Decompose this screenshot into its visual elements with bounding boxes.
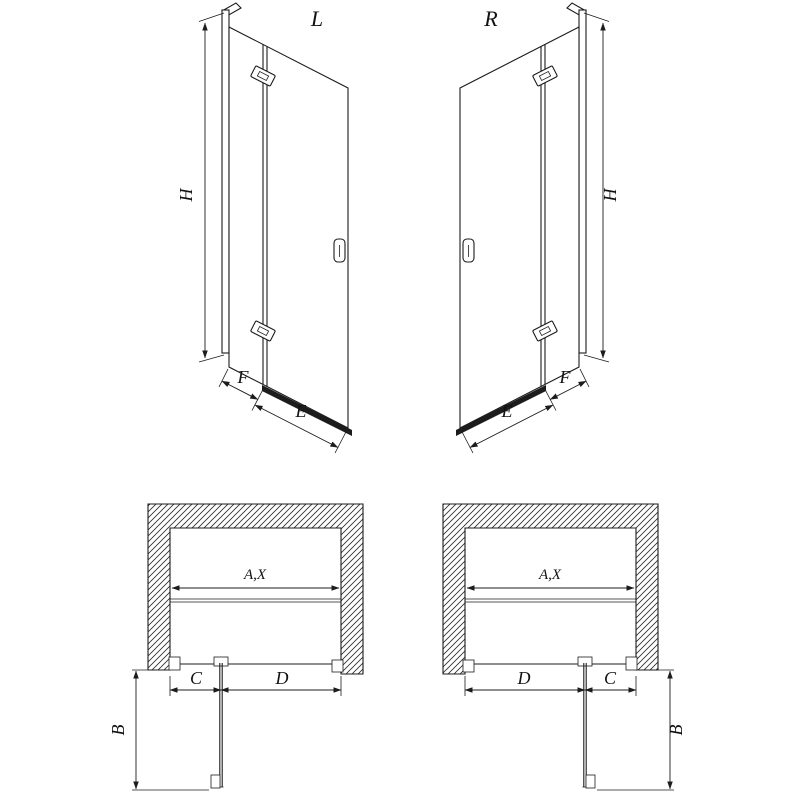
c-dimension: C xyxy=(584,668,637,696)
glass-panel-plan xyxy=(465,598,636,603)
fixed-width-dimension-right: F xyxy=(543,367,590,411)
elevation-view-right: R H F xyxy=(456,2,620,454)
door-handle-icon xyxy=(210,774,221,789)
wall-profile-end-left xyxy=(168,656,181,671)
wall-hatched xyxy=(442,503,659,675)
plan-view-right: A,X D C xyxy=(442,503,686,791)
overall-width-dimension: A,X xyxy=(171,567,340,591)
c-dimension-label: C xyxy=(604,668,617,688)
overall-width-dimension-label: A,X xyxy=(243,567,267,583)
door-width-dimension-left: E xyxy=(254,401,348,454)
b-dimension-label: B xyxy=(666,725,686,736)
wall-profile-end-right xyxy=(331,659,344,673)
b-dimension: B xyxy=(597,669,686,791)
door-pivot xyxy=(213,656,229,667)
door-handle-icon xyxy=(585,774,596,789)
fixed-width-dimension-label: F xyxy=(559,367,572,387)
c-dimension-label: C xyxy=(190,668,203,688)
b-dimension: B xyxy=(108,669,209,791)
door-pivot xyxy=(577,656,593,667)
fixed-width-dimension-left: F xyxy=(218,367,265,411)
hinge-bottom-icon xyxy=(250,320,276,342)
view-label-left: L xyxy=(310,6,323,31)
open-door-plan xyxy=(582,663,596,789)
d-dimension-label: D xyxy=(517,668,531,688)
overall-width-dimension: A,X xyxy=(466,567,635,591)
d-dimension: D xyxy=(220,668,342,696)
open-door-plan xyxy=(210,663,224,789)
door-handle-icon xyxy=(462,238,475,263)
height-dimension-left: H xyxy=(176,12,225,363)
door-width-dimension-right: E xyxy=(460,401,554,454)
view-label-right: R xyxy=(483,6,498,31)
wall-profile-end-left xyxy=(462,659,475,673)
glass-panel-plan xyxy=(170,598,341,603)
door-handle-icon xyxy=(333,238,346,263)
door-width-dimension-label: E xyxy=(501,401,513,421)
wall-profile-end-right xyxy=(625,656,638,671)
threshold-plan xyxy=(462,656,638,673)
plan-view-left: A,X C D xyxy=(108,503,364,791)
door-width-dimension-label: E xyxy=(295,401,307,421)
hinge-top-icon xyxy=(250,65,276,87)
b-dimension-label: B xyxy=(108,725,128,736)
overall-width-dimension-label: A,X xyxy=(538,567,562,583)
c-dimension: C xyxy=(169,668,222,696)
d-dimension: D xyxy=(464,668,586,696)
hinge-bottom-icon xyxy=(532,320,558,342)
d-dimension-label: D xyxy=(275,668,289,688)
height-dimension-label: H xyxy=(600,188,620,203)
hinge-top-icon xyxy=(532,65,558,87)
threshold-plan xyxy=(168,656,344,673)
height-dimension-right: H xyxy=(583,12,620,363)
height-dimension-label: H xyxy=(176,188,196,203)
wall-hatched xyxy=(147,503,364,675)
elevation-view-left: L H F xyxy=(176,2,352,454)
fixed-width-dimension-label: F xyxy=(237,367,250,387)
